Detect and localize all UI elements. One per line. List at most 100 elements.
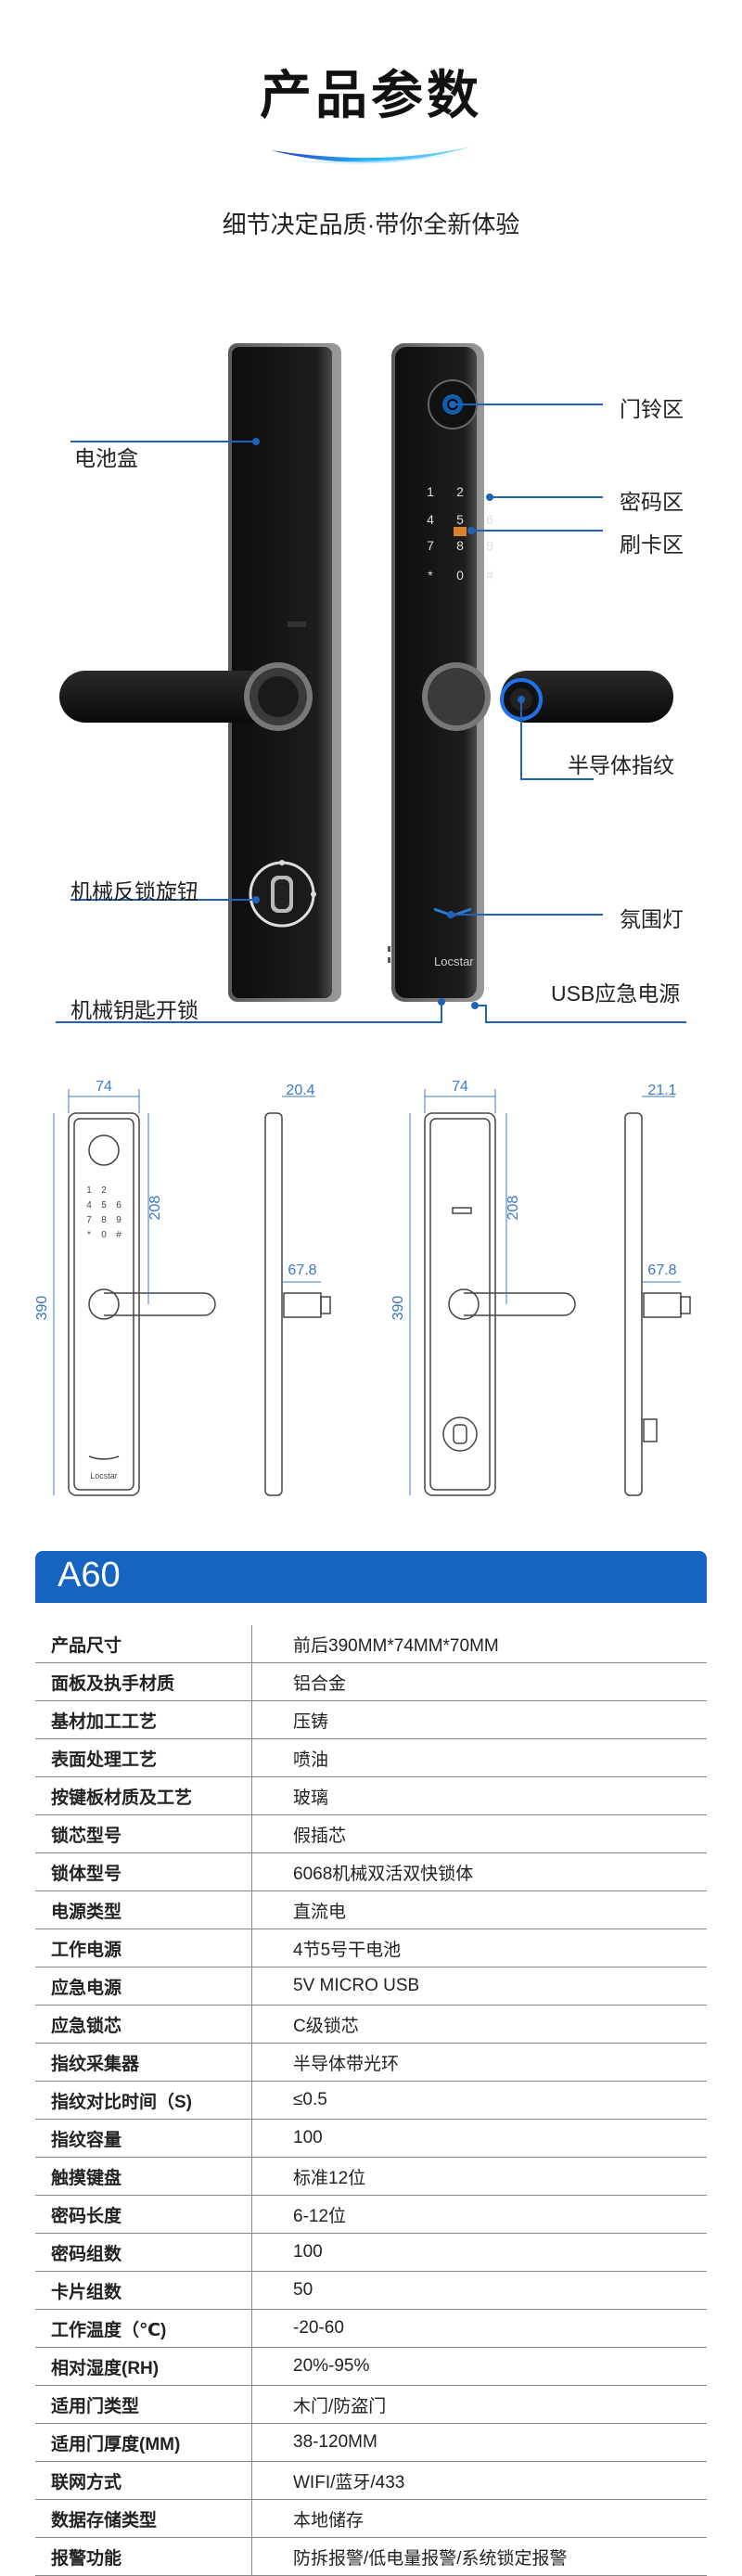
spec-row: 基材加工工艺压铸 <box>35 1700 707 1739</box>
spec-key: 卡片组数 <box>35 2271 252 2310</box>
spec-value: 6068机械双活双快锁体 <box>251 1852 707 1891</box>
svg-text:6: 6 <box>486 512 493 527</box>
callout-fingerprint: 半导体指纹 <box>568 753 674 777</box>
spec-key: 联网方式 <box>35 2461 252 2500</box>
spec-row: 电源类型直流电 <box>35 1890 707 1929</box>
spec-key: 锁芯型号 <box>35 1814 252 1853</box>
spec-row: 指纹采集器半导体带光环 <box>35 2043 707 2082</box>
spec-value: 直流电 <box>251 1890 707 1929</box>
svg-text:0: 0 <box>101 1230 107 1240</box>
spec-value: 喷油 <box>251 1738 707 1777</box>
svg-text:8: 8 <box>456 538 464 553</box>
callout-knob: 机械反锁旋钮 <box>70 879 198 904</box>
spec-value: 6-12位 <box>251 2195 707 2234</box>
dim-back-depth: 21.1 <box>647 1083 676 1098</box>
spec-key: 应急锁芯 <box>35 2005 252 2044</box>
model-banner <box>35 1551 707 1603</box>
spec-value: 100 <box>251 2233 707 2272</box>
spec-value: ≤0.5 <box>251 2081 707 2120</box>
spec-value: 压铸 <box>251 1700 707 1739</box>
spec-key: 数据存储类型 <box>35 2499 252 2538</box>
dim-height-back: 390 <box>390 1296 406 1321</box>
spec-key: 工作电源 <box>35 1929 252 1967</box>
spec-key: 密码长度 <box>35 2195 252 2234</box>
svg-text:4: 4 <box>427 512 434 527</box>
spec-row: 相对湿度(RH)20%-95% <box>35 2347 707 2386</box>
svg-text:#: # <box>486 568 493 583</box>
spec-key: 表面处理工艺 <box>35 1738 252 1777</box>
spec-key: 应急电源 <box>35 1967 252 2006</box>
svg-text:1: 1 <box>427 484 434 499</box>
spec-value: 铝合金 <box>251 1662 707 1701</box>
page-subtitle: 细节决定品质·带你全新体验 <box>222 211 520 238</box>
spec-row: 数据存储类型本地储存 <box>35 2499 707 2538</box>
svg-text:9: 9 <box>486 538 493 553</box>
spec-key: 指纹对比时间（S) <box>35 2081 252 2120</box>
spec-value: 前后390MM*74MM*70MM <box>251 1625 707 1663</box>
spec-value: 100 <box>251 2119 707 2158</box>
spec-row: 适用门厚度(MM)38-120MM <box>35 2423 707 2462</box>
callout-doorbell: 门铃区 <box>620 397 684 421</box>
dim-height-front: 390 <box>34 1296 50 1321</box>
spec-row: 指纹对比时间（S)≤0.5 <box>35 2081 707 2120</box>
spec-value: 标准12位 <box>251 2157 707 2196</box>
spec-key: 相对湿度(RH) <box>35 2347 252 2386</box>
svg-text:6: 6 <box>116 1200 122 1211</box>
dimension-drawings: 74 74 20.4 21.1 67.8 67.8 390 390 208 20… <box>34 1079 691 1496</box>
dim-panel-height-back: 208 <box>505 1196 521 1221</box>
dim-handle-front: 67.8 <box>288 1262 316 1278</box>
spec-value: 假插芯 <box>251 1814 707 1853</box>
dim-front-width: 74 <box>96 1079 112 1095</box>
callout-ambient-light: 氛围灯 <box>620 907 684 931</box>
back-panel <box>59 343 341 1002</box>
svg-text:Locstar: Locstar <box>434 955 474 968</box>
spec-value: C级锁芯 <box>251 2005 707 2044</box>
spec-value: 5V MICRO USB <box>251 1967 707 2006</box>
spec-value: 本地储存 <box>251 2499 707 2538</box>
spec-key: 密码组数 <box>35 2233 252 2272</box>
spec-row: 表面处理工艺喷油 <box>35 1738 707 1777</box>
spec-key: 产品尺寸 <box>35 1625 252 1663</box>
spec-value: WIFI/蓝牙/433 <box>251 2461 707 2500</box>
spec-row: 锁芯型号假插芯 <box>35 1814 707 1853</box>
spec-value: 20%-95% <box>251 2347 707 2386</box>
svg-text:8: 8 <box>101 1215 107 1225</box>
spec-row: 面板及执手材质铝合金 <box>35 1662 707 1701</box>
spec-value: 4节5号干电池 <box>251 1929 707 1967</box>
dim-front-depth: 20.4 <box>286 1083 314 1098</box>
spec-key: 面板及执手材质 <box>35 1662 252 1701</box>
callout-battery-box: 电池盒 <box>74 446 138 470</box>
page-title: 产品参数 <box>260 66 482 124</box>
spec-key: 适用门厚度(MM) <box>35 2423 252 2462</box>
spec-key: 指纹采集器 <box>35 2043 252 2082</box>
svg-text:2: 2 <box>101 1185 107 1196</box>
svg-text:5: 5 <box>456 512 464 527</box>
spec-row: 工作温度（℃)-20-60 <box>35 2309 707 2348</box>
spec-key: 基材加工工艺 <box>35 1700 252 1739</box>
svg-text:5: 5 <box>101 1200 107 1211</box>
spec-key: 指纹容量 <box>35 2119 252 2158</box>
svg-text:0: 0 <box>456 568 464 583</box>
dim-panel-height-front: 208 <box>147 1196 163 1221</box>
spec-key: 触摸键盘 <box>35 2157 252 2196</box>
svg-text:*: * <box>87 1230 91 1240</box>
spec-key: 工作温度（℃) <box>35 2309 252 2348</box>
callout-key-lock: 机械钥匙开锁 <box>70 998 198 1022</box>
spec-key: 锁体型号 <box>35 1852 252 1891</box>
spec-key: 适用门类型 <box>35 2385 252 2424</box>
svg-text:*: * <box>428 568 433 583</box>
spec-value: 木门/防盗门 <box>251 2385 707 2424</box>
callout-usb-power: USB应急电源 <box>551 981 681 1006</box>
callout-card: 刷卡区 <box>620 532 684 557</box>
spec-value: 玻璃 <box>251 1776 707 1815</box>
svg-text:4: 4 <box>86 1200 92 1211</box>
